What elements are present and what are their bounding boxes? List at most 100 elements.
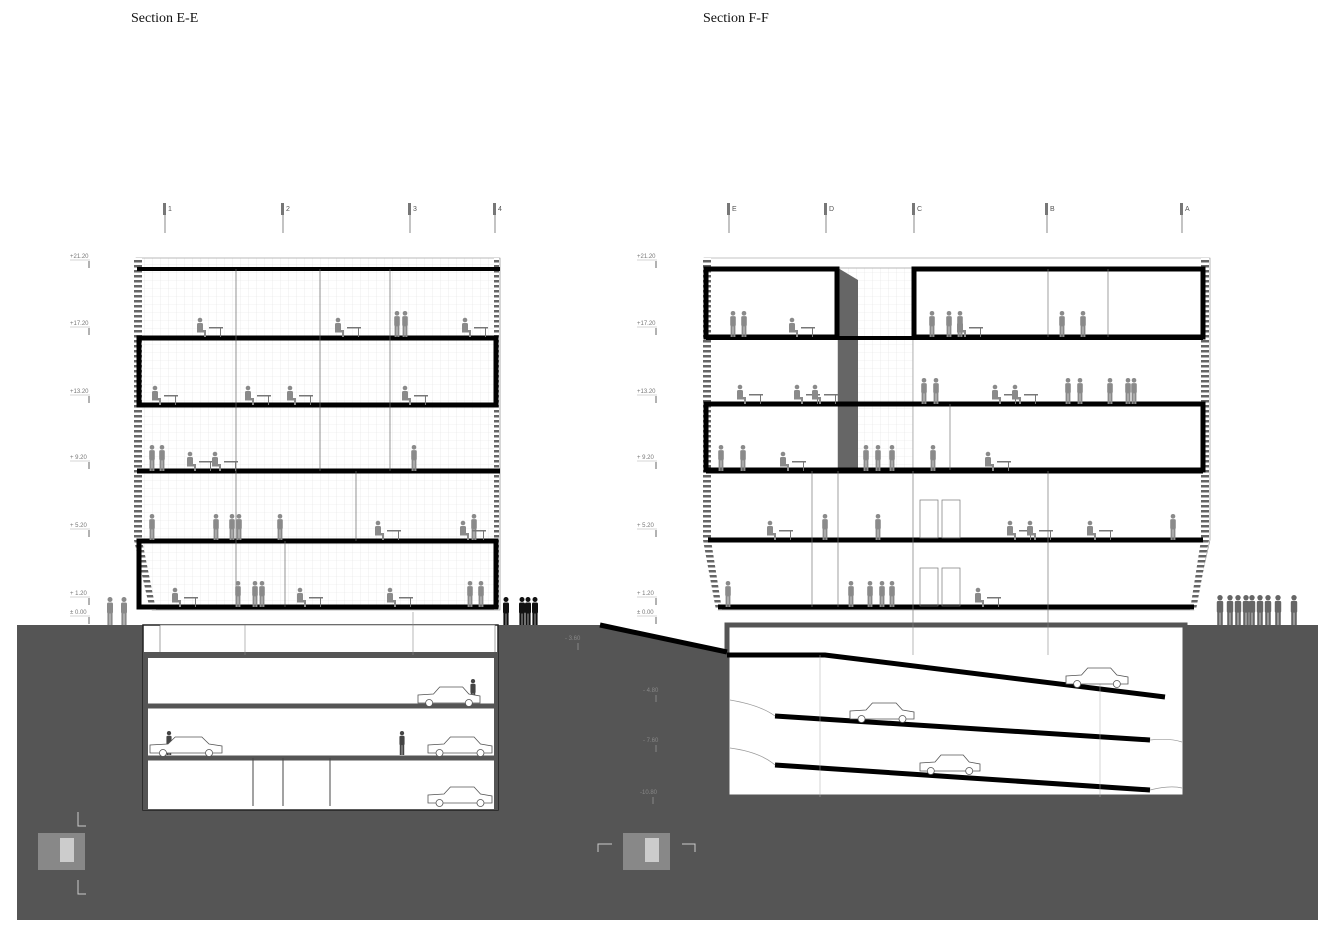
car (1065, 667, 1129, 688)
person-figure (1216, 595, 1224, 625)
person-figure (1080, 311, 1086, 337)
grid-flag (912, 203, 915, 215)
person-figure (1242, 595, 1250, 625)
seated-person-figure (789, 317, 815, 337)
person-figure (930, 445, 936, 471)
grid-label: 1 (168, 206, 172, 213)
grid-label: 2 (286, 206, 290, 213)
basement-level-label: -10.80 (640, 790, 658, 796)
person-figure (467, 581, 473, 607)
seated-person-figure (297, 587, 323, 607)
seated-person-figure (375, 520, 401, 540)
person-figure (933, 378, 939, 404)
person-figure (159, 445, 165, 471)
grid-flag (408, 203, 411, 215)
level-label: + 1.20 (70, 591, 88, 597)
seated-person-figure (1012, 384, 1038, 404)
basement-level-label: - 3.60 (565, 636, 581, 642)
seated-person-figure (287, 385, 313, 405)
seated-person-figure (737, 384, 763, 404)
level-label: ± 0.00 (70, 610, 87, 616)
grid-flag (727, 203, 730, 215)
person-figure (402, 311, 408, 337)
seated-person-figure (460, 520, 486, 540)
grid-label: D (829, 206, 834, 213)
seated-person-figure (152, 385, 178, 405)
level-label: + 9.20 (70, 455, 88, 461)
building-f-envelope (703, 257, 1211, 611)
person-figure (525, 597, 531, 625)
section-f-title: Section F-F (703, 11, 769, 26)
person-figure (1077, 378, 1083, 404)
level-label: ± 0.00 (637, 610, 654, 616)
ramp-3 (774, 762, 1151, 793)
person-figure (1059, 311, 1065, 337)
car (919, 754, 981, 775)
people-figures (107, 311, 1298, 755)
person-figure (1131, 378, 1137, 404)
partitions-e (235, 269, 391, 607)
level-label: +17.20 (70, 321, 89, 327)
person-figure (946, 311, 952, 337)
seated-person-figure (1087, 520, 1113, 540)
person-figure (718, 445, 724, 471)
level-label: + 5.20 (637, 523, 655, 529)
seated-person-figure (187, 451, 213, 471)
person-figure (532, 597, 538, 625)
key-plan-f-icon (597, 833, 696, 870)
person-figure (121, 597, 127, 625)
person-figure (879, 581, 885, 607)
car (849, 702, 915, 723)
level-label: +13.20 (637, 389, 656, 395)
person-figure (235, 581, 241, 607)
person-figure (229, 514, 235, 540)
person-figure (259, 581, 265, 607)
person-figure (149, 514, 155, 540)
seated-person-figure (335, 317, 361, 337)
car (149, 736, 223, 757)
person-figure (875, 445, 881, 471)
person-figure (863, 445, 869, 471)
seated-person-figure (462, 317, 488, 337)
person-figure (1290, 595, 1298, 625)
person-figure (399, 731, 405, 755)
car (427, 736, 493, 757)
seated-person-figure (985, 451, 1011, 471)
person-figure (889, 445, 895, 471)
person-figure (740, 445, 746, 471)
seated-person-figure (402, 385, 428, 405)
person-figure (503, 597, 509, 625)
basement-level-label: - 4.80 (643, 688, 659, 694)
key-plan-e-icon (38, 812, 86, 895)
person-figure (1256, 595, 1264, 625)
grid-label: A (1185, 206, 1190, 213)
basement-level-label: - 7.60 (643, 738, 659, 744)
grid-label: C (917, 206, 922, 213)
ramp-2 (774, 713, 1151, 743)
person-figure (848, 581, 854, 607)
person-figure (107, 597, 113, 625)
person-figure (519, 597, 525, 625)
person-figure (889, 581, 895, 607)
person-figure (875, 514, 881, 540)
facade-f-right (1190, 258, 1209, 610)
person-figure (1226, 595, 1234, 625)
person-figure (1170, 514, 1176, 540)
person-figure (1264, 595, 1272, 625)
grid-label: 3 (413, 206, 417, 213)
grid-flag (281, 203, 284, 215)
level-label: +17.20 (637, 321, 656, 327)
slabs-e (136, 267, 500, 610)
person-figure (236, 514, 242, 540)
seated-person-figure (957, 317, 983, 337)
seated-person-figure (780, 451, 806, 471)
grid-flag (1180, 203, 1183, 215)
person-figure (1248, 595, 1256, 625)
person-figure (394, 311, 400, 337)
person-figure (1125, 378, 1131, 404)
person-figure (867, 581, 873, 607)
person-figure (1274, 595, 1282, 625)
person-figure (725, 581, 731, 607)
grid-flag (1045, 203, 1048, 215)
